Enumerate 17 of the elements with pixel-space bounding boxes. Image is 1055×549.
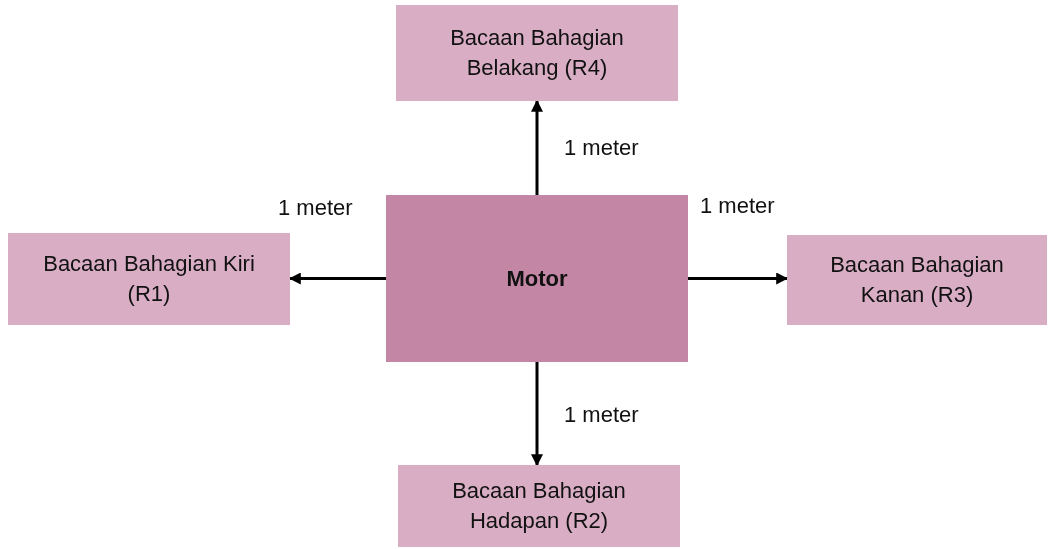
arrow (531, 99, 543, 195)
reading-box (8, 233, 290, 325)
arrow (531, 362, 543, 467)
reading-box (398, 465, 680, 547)
node-label: Bacaan Bahagian Kanan (R3) (829, 251, 1005, 309)
edge-label: 1 meter (278, 194, 353, 222)
arrow (688, 272, 789, 285)
edge-label: 1 meter (564, 401, 639, 429)
node-label: Motor (506, 264, 568, 293)
node-label: Bacaan Bahagian Hadapan (R2) (451, 477, 627, 535)
reading-box (787, 235, 1047, 325)
edge-label: 1 meter (564, 134, 639, 162)
motor-box (386, 195, 688, 362)
edge-label: 1 meter (700, 192, 775, 220)
node-label: Bacaan Bahagian Belakang (R4) (449, 24, 625, 82)
node-label: Bacaan Bahagian Kiri (R1) (42, 250, 256, 308)
reading-box (396, 5, 678, 101)
